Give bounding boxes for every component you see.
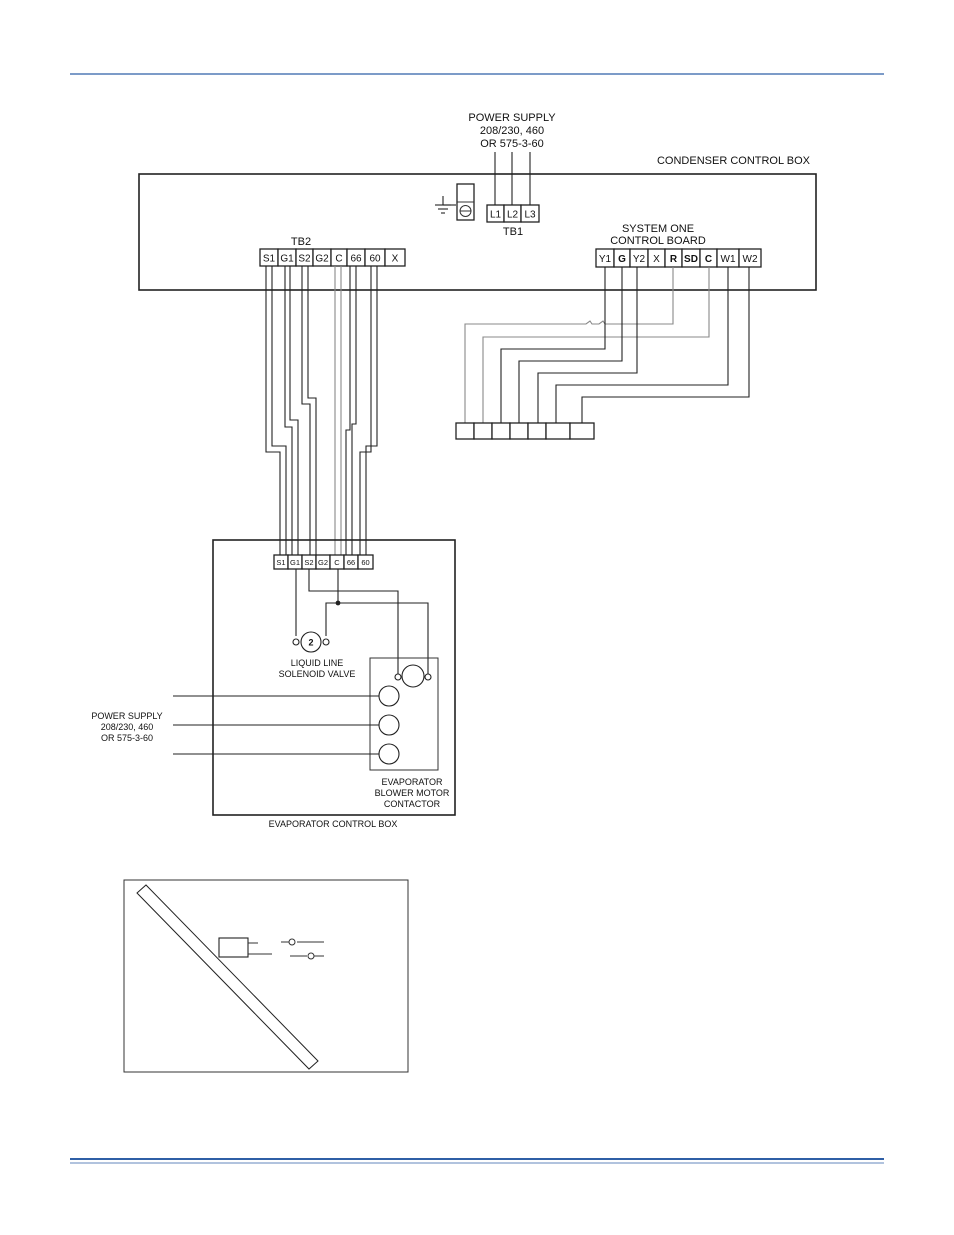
power-supply-top-line1: POWER SUPPLY	[468, 112, 556, 124]
sensor-switch-icon	[219, 938, 324, 959]
tb1-terminal-block: L1 L2 L3 TB1	[487, 205, 539, 238]
tb2-terminal-block: S1 G1 S2 G2 C 66 60 X	[260, 249, 405, 266]
tb1-label-l2: L2	[507, 210, 519, 221]
evaporator-box-title: EVAPORATOR CONTROL BOX	[269, 819, 398, 829]
sensor-tube	[137, 885, 318, 1069]
power-supply-left-line2: 208/230, 460	[101, 722, 154, 732]
tb2-label-g1: G1	[280, 254, 294, 265]
blower-contactor-housing	[370, 658, 438, 770]
power-supply-top-line2: 208/230, 460	[480, 125, 544, 137]
board-label-w2: W2	[743, 254, 758, 265]
tb1-label-l1: L1	[490, 210, 502, 221]
tb2-label-s1: S1	[263, 254, 276, 265]
evap-label-66: 66	[347, 558, 355, 567]
condenser-control-box	[139, 174, 816, 290]
contactor-label-line2: BLOWER MOTOR	[375, 788, 450, 798]
harness-plug-connector	[456, 423, 594, 439]
solenoid-label-line1: LIQUID LINE	[291, 658, 344, 668]
evaporator-power-leads	[173, 696, 379, 754]
power-supply-top-label: POWER SUPPLY 208/230, 460 OR 575-3-60	[468, 112, 556, 150]
evap-label-g1: G1	[290, 558, 300, 567]
board-label-y1: Y1	[599, 254, 612, 265]
interconnect-wires	[266, 266, 377, 555]
board-label-y2: Y2	[633, 254, 646, 265]
board-label-line1: SYSTEM ONE	[622, 223, 694, 235]
tb1-label: TB1	[503, 226, 523, 238]
board-label-g: G	[618, 254, 626, 265]
power-supply-left-line3: OR 575-3-60	[101, 733, 153, 743]
board-label-x: X	[653, 254, 660, 265]
contactor-label-line1: EVAPORATOR	[381, 777, 443, 787]
evaporator-terminal-block: S1 G1 S2 G2 C 66 60	[274, 555, 373, 569]
board-label-line2: CONTROL BOARD	[610, 235, 706, 247]
tb2-label-s2: S2	[298, 254, 311, 265]
tb2-label-c: C	[335, 254, 342, 265]
tb2-label-x: X	[392, 254, 399, 265]
tb2-label-60: 60	[369, 254, 381, 265]
board-label-c: C	[705, 254, 712, 265]
evap-label-c: C	[334, 558, 340, 567]
contactor-coil-icon	[395, 665, 431, 687]
solenoid-label-line2: SOLENOID VALVE	[279, 669, 356, 679]
ground-lug-icon	[457, 184, 474, 220]
condenser-box-title: CONDENSER CONTROL BOX	[657, 155, 811, 167]
evap-label-g2: G2	[318, 558, 328, 567]
evap-label-s2: S2	[304, 558, 313, 567]
contactor-label-line3: CONTACTOR	[384, 799, 441, 809]
board-label-w1: W1	[721, 254, 736, 265]
tb2-label: TB2	[291, 236, 311, 248]
tb2-label-66: 66	[350, 254, 362, 265]
ground-icon	[435, 196, 456, 213]
solenoid-valve-icon: 2	[293, 632, 329, 652]
power-supply-top-line3: OR 575-3-60	[480, 138, 544, 150]
evap-label-s1: S1	[276, 558, 285, 567]
board-label-sd: SD	[684, 254, 698, 265]
tb1-label-l3: L3	[524, 210, 536, 221]
solenoid-number: 2	[308, 638, 313, 648]
contactor-contacts-icon	[379, 686, 399, 764]
power-supply-left-line1: POWER SUPPLY	[91, 711, 162, 721]
evap-label-60: 60	[361, 558, 369, 567]
board-label-r: R	[670, 254, 678, 265]
control-board-terminal-block: Y1 G Y2 X R SD C W1 W2	[596, 249, 761, 267]
tb2-label-g2: G2	[315, 254, 329, 265]
wire-junction	[336, 601, 341, 606]
